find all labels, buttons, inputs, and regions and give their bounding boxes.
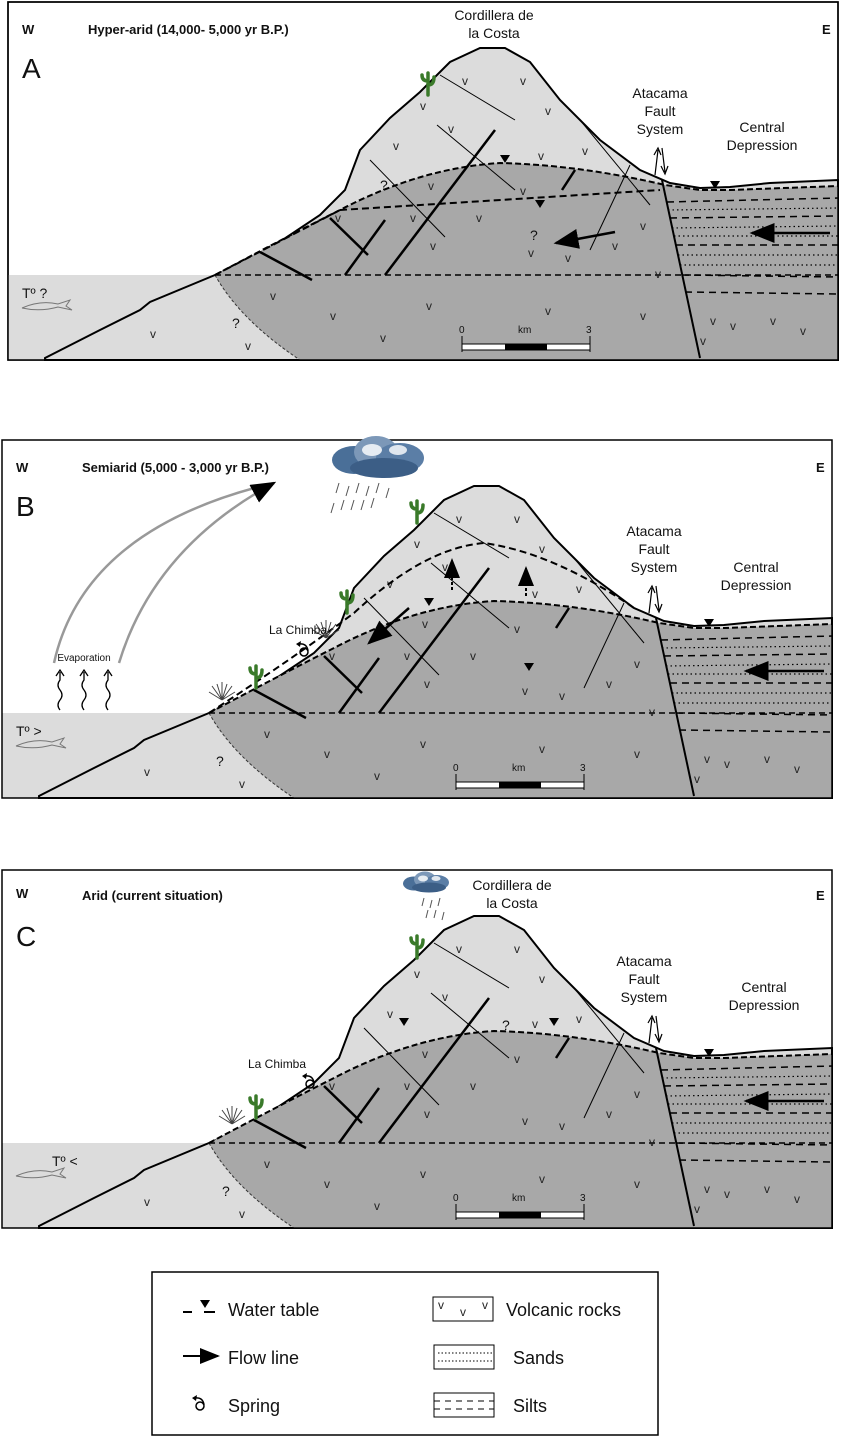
cordillera-label: Cordillera de	[454, 7, 534, 23]
scale-end: 3	[586, 325, 592, 336]
legend-silts: Silts	[513, 1396, 547, 1416]
legend-sands: Sands	[513, 1348, 564, 1368]
depression-label: Central	[733, 559, 778, 575]
depression-label: Central	[739, 119, 784, 135]
east-label: E	[816, 888, 825, 903]
sands-legend-icon	[433, 1344, 495, 1370]
question-mark: ?	[502, 1017, 510, 1033]
legend-flow-line: Flow line	[228, 1348, 299, 1368]
panel-title: Arid (current situation)	[82, 888, 223, 903]
evaporation-label: Evaporation	[57, 653, 110, 664]
panel-letter: C	[16, 921, 36, 952]
west-label: W	[16, 886, 29, 901]
scale-end: 3	[580, 763, 586, 774]
west-label: W	[22, 22, 35, 37]
question-mark: ?	[380, 177, 388, 193]
svg-text:v: v	[438, 1298, 444, 1312]
temperature-label: Tº <	[52, 1153, 78, 1169]
panel-a: ? ? ? W Hyper-arid (14,000- 5,000 yr B.P…	[8, 1, 838, 360]
question-mark: ?	[216, 753, 224, 769]
fault-label: Fault	[628, 971, 659, 987]
rain-cloud-icon	[403, 871, 449, 921]
raised-water-table	[208, 541, 635, 714]
east-label: E	[816, 460, 825, 475]
west-label: W	[16, 460, 29, 475]
east-label: E	[822, 22, 831, 37]
cordillera-label: la Costa	[486, 895, 538, 911]
water-table-legend-icon	[183, 1300, 215, 1313]
scale-start: 0	[453, 1193, 459, 1204]
question-mark: ?	[222, 1183, 230, 1199]
temperature-label: Tº >	[16, 723, 42, 739]
scale-unit: km	[518, 325, 531, 336]
question-mark: ?	[232, 315, 240, 331]
scale-start: 0	[453, 763, 459, 774]
depression-label: Depression	[729, 997, 800, 1013]
evaporation-path	[117, 481, 277, 664]
legend-spring: Spring	[228, 1396, 280, 1416]
flow-arrow	[367, 607, 410, 645]
silts-legend-icon	[433, 1392, 495, 1418]
fault-label: Atacama	[626, 523, 681, 539]
scale-start: 0	[459, 325, 465, 336]
cordillera-label: la Costa	[468, 25, 520, 41]
legend: Water table Flow line Spring v v v Volcani…	[151, 1271, 659, 1436]
panel-b: Evaporation La Chimba ? W Semiarid (5,00…	[2, 436, 832, 798]
scale-unit: km	[512, 1193, 525, 1204]
deep-water-table	[339, 189, 661, 211]
fault-label: System	[621, 989, 668, 1005]
evaporation-path	[52, 481, 275, 664]
svg-text:v: v	[482, 1298, 488, 1312]
fault-label: Fault	[644, 103, 675, 119]
evaporation-arrows-icon	[55, 668, 113, 711]
panel-title: Hyper-arid (14,000- 5,000 yr B.P.)	[88, 22, 289, 37]
rain-cloud-icon	[330, 436, 424, 514]
depression-label: Depression	[721, 577, 792, 593]
flow-arrow	[553, 229, 616, 249]
fault-label: Atacama	[632, 85, 687, 101]
fault-label: System	[631, 559, 678, 575]
depression-label: Depression	[727, 137, 798, 153]
scale-end: 3	[580, 1193, 586, 1204]
panel-c: La Chimba ? ? W Arid (current situation)…	[2, 869, 832, 1228]
question-mark: ?	[530, 227, 538, 243]
svg-text:v: v	[460, 1305, 466, 1319]
fault-label: Fault	[638, 541, 669, 557]
spring-label: La Chimba	[269, 623, 327, 637]
legend-water-table: Water table	[228, 1300, 319, 1320]
panel-letter: A	[22, 53, 41, 84]
temperature-label: Tº ?	[22, 285, 48, 301]
fault-label: System	[637, 121, 684, 137]
legend-volcanic-rocks: Volcanic rocks	[506, 1300, 621, 1320]
fault-label: Atacama	[616, 953, 671, 969]
cordillera-label: Cordillera de	[472, 877, 552, 893]
spring-label: La Chimba	[248, 1057, 306, 1071]
depression-label: Central	[741, 979, 786, 995]
water-table-marker	[500, 155, 545, 208]
panel-title: Semiarid (5,000 - 3,000 yr B.P.)	[82, 460, 269, 475]
panel-letter: B	[16, 491, 35, 522]
scale-unit: km	[512, 763, 525, 774]
